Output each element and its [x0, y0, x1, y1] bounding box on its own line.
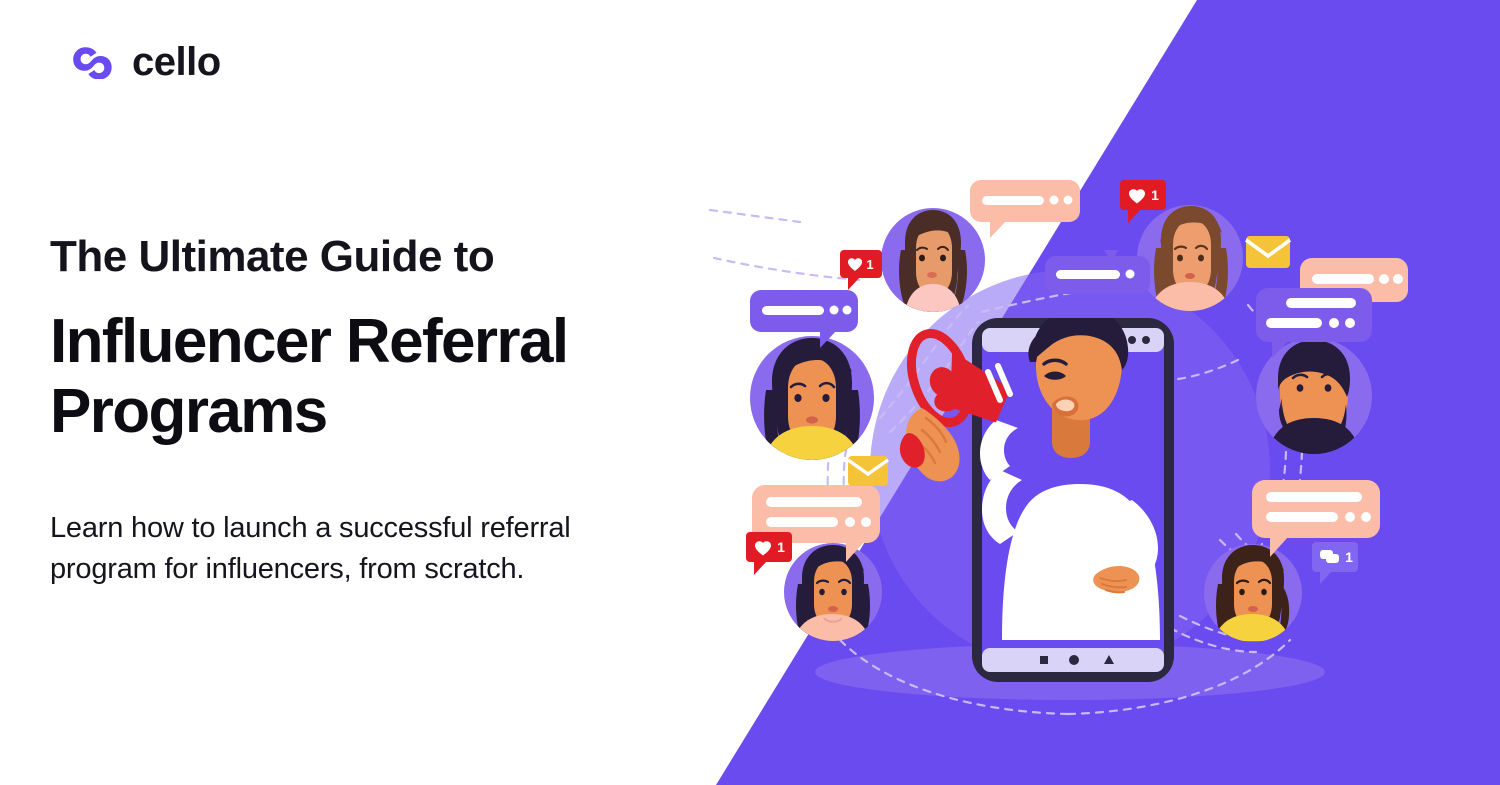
badge-like-top-right-count: 1 — [1151, 187, 1159, 203]
badge-like-bottom-left[interactable]: 1 — [746, 532, 792, 575]
badge-like-left-upper-count: 1 — [866, 257, 873, 272]
hero-headline-line1: Influencer Referral — [50, 307, 569, 377]
comment-icon — [1320, 550, 1339, 563]
avatar-mid-left[interactable] — [750, 336, 874, 470]
bubble-right-pink-lower[interactable] — [1252, 480, 1380, 557]
avatar-bottom-left[interactable] — [784, 543, 882, 647]
hero-illustration: 1 1 1 1 — [700, 0, 1500, 785]
bubble-left-purple[interactable] — [750, 290, 858, 348]
circle-nav-icon — [1069, 655, 1079, 665]
badge-like-top-right[interactable]: 1 — [1120, 180, 1166, 223]
hero-headline-line2: Programs — [50, 376, 328, 446]
hero-subtitle-line1: Learn how to launch a successful referra… — [50, 512, 571, 545]
bubble-top-pink[interactable] — [970, 180, 1080, 238]
envelope-right[interactable] — [1244, 236, 1292, 268]
bubble-left-pink-lower[interactable] — [752, 485, 880, 562]
badge-comment-bottom-right-count: 1 — [1345, 549, 1353, 565]
hero-subtitle-line2: program for influencers, from scratch. — [50, 553, 525, 586]
brand-name: cello — [132, 40, 221, 84]
megaphone-icon — [899, 329, 1013, 482]
envelope-left[interactable] — [847, 456, 889, 486]
hero-eyebrow: The Ultimate Guide to — [50, 232, 495, 281]
brand-logo[interactable]: cello — [72, 42, 221, 82]
badge-like-left-upper[interactable]: 1 — [840, 250, 882, 290]
triangle-nav-icon — [1104, 655, 1114, 664]
avatar-top-left[interactable] — [881, 208, 985, 312]
badge-like-bottom-left-count: 1 — [777, 539, 785, 555]
badge-comment-bottom-right[interactable]: 1 — [1312, 542, 1358, 584]
avatar-mid-right[interactable] — [1256, 338, 1372, 456]
bubble-phone-top-purple[interactable] — [1045, 250, 1150, 294]
nav-buttons[interactable] — [1040, 655, 1114, 665]
cello-link-logo-icon — [73, 47, 112, 79]
hero-headline: Influencer Referral Programs — [50, 307, 740, 446]
square-nav-icon — [1040, 656, 1048, 664]
smartphone-device[interactable] — [972, 308, 1174, 682]
influencer-person — [980, 318, 1160, 640]
avatar-bottom-right[interactable] — [1204, 544, 1302, 647]
bubble-right-purple[interactable] — [1256, 288, 1372, 358]
avatar-top-right[interactable] — [1137, 205, 1243, 317]
hero-copy: The Ultimate Guide to Influencer Referra… — [50, 232, 740, 590]
hero-subtitle: Learn how to launch a successful referra… — [50, 508, 740, 590]
